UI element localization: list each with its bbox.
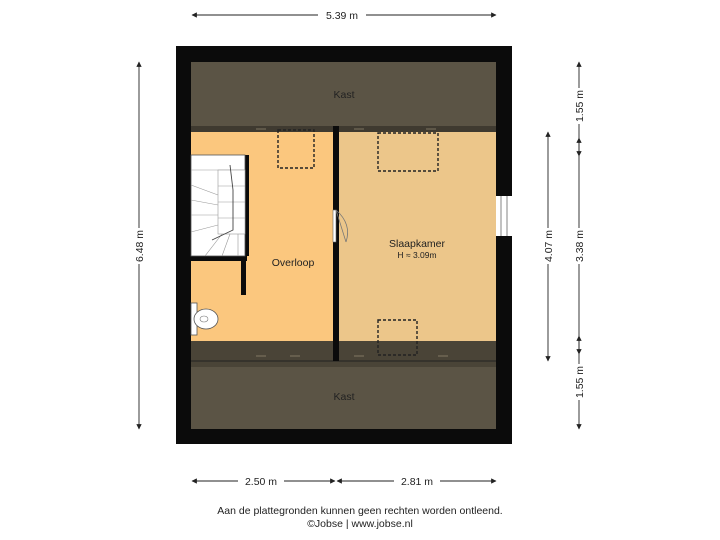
knee-wall-top — [191, 126, 496, 132]
stair-wall-vertical — [241, 256, 246, 295]
door-swing-icon — [332, 209, 349, 243]
footer-disclaimer: Aan de plattegronden kunnen geen rechten… — [217, 505, 503, 517]
partition-wall-lower — [333, 242, 339, 361]
dim-right-middle: 3.38 m — [574, 230, 586, 262]
room-label-kast-top: Kast — [333, 89, 354, 101]
room-label-kast-bottom: Kast — [333, 391, 354, 403]
window-icon — [496, 196, 512, 236]
room-label-overloop: Overloop — [272, 257, 315, 269]
roof-window-icon — [277, 129, 439, 356]
dim-bottom-right: 2.81 m — [401, 476, 433, 488]
toilet-icon — [190, 302, 219, 336]
dim-right-bottom: 1.55 m — [574, 366, 586, 398]
right-wall-notch-lower — [496, 236, 512, 246]
partition-wall-upper — [333, 126, 339, 210]
footer-copyright: ©Jobse | www.jobse.nl — [307, 518, 413, 530]
staircase-icon — [190, 154, 246, 257]
dim-right-top: 1.55 m — [574, 90, 586, 122]
room-label-slaapkamer: Slaapkamer — [389, 238, 446, 250]
kast-bottom-strip — [191, 361, 496, 367]
kast-top-area — [191, 62, 496, 132]
dim-inner-height: 4.07 m — [543, 230, 555, 262]
dim-top-width: 5.39 m — [326, 10, 358, 22]
right-wall-notch — [496, 186, 512, 196]
slaapkamer-area — [339, 132, 496, 341]
stair-wall-horizontal — [191, 256, 247, 261]
dim-left-height: 6.48 m — [134, 230, 146, 262]
room-height-slaapkamer: H ≈ 3.09m — [397, 250, 436, 260]
stair-wall-right — [245, 155, 249, 256]
kast-bottom-area — [191, 361, 496, 429]
dim-bottom-left: 2.50 m — [245, 476, 277, 488]
knee-wall-bottom — [191, 341, 496, 361]
kneewall-arrows — [256, 128, 448, 357]
